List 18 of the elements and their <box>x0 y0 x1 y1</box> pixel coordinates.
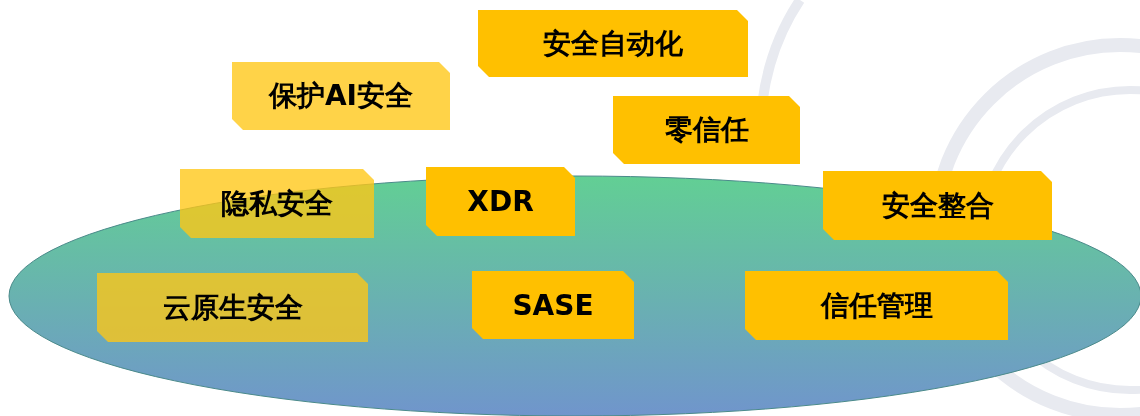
tag-text: 保护AI安全 <box>268 78 414 114</box>
tag-text: 零信任 <box>664 112 749 148</box>
label-tag <box>745 271 1008 340</box>
label-tag <box>472 271 634 339</box>
label-tag <box>613 96 800 164</box>
label-tag <box>180 169 374 238</box>
tag-text: 隐私安全 <box>221 185 333 222</box>
tag-text: 信任管理 <box>820 287 933 324</box>
label-tag <box>426 167 575 236</box>
label-tag <box>97 273 368 342</box>
tag-text: SASE <box>512 288 594 322</box>
tag-text: XDR <box>467 185 534 218</box>
label-tag <box>232 62 450 130</box>
tag-text: 云原生安全 <box>162 289 303 326</box>
tag-text: 安全自动化 <box>543 25 683 62</box>
label-tag <box>478 10 748 77</box>
tag-text: 安全整合 <box>881 187 994 224</box>
label-tag <box>823 171 1052 240</box>
